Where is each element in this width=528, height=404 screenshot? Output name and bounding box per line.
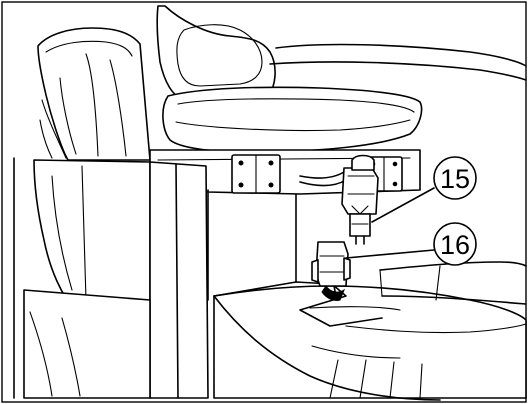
callout-15-label: 15 bbox=[440, 164, 470, 194]
floor-platform bbox=[213, 261, 527, 401]
hinge-left bbox=[231, 154, 281, 194]
callout-16-leader bbox=[345, 249, 435, 259]
callout-16-label: 16 bbox=[440, 230, 470, 260]
machine-body bbox=[13, 157, 297, 399]
callout-15: 15 bbox=[371, 156, 477, 223]
callout-15-leader bbox=[371, 187, 435, 223]
connector-lower bbox=[311, 241, 351, 301]
callout-16: 16 bbox=[345, 222, 477, 266]
callout-16-circle bbox=[433, 222, 477, 266]
callout-15-circle bbox=[433, 156, 477, 200]
connector-upper bbox=[299, 154, 379, 245]
operator-seat bbox=[37, 5, 527, 161]
